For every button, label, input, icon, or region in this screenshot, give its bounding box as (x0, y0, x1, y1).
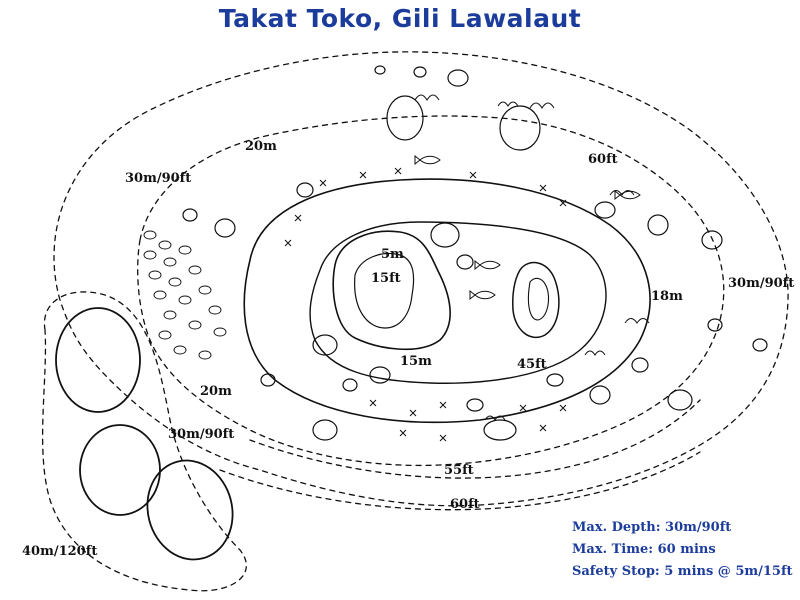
depth-label-40m: 40m/120ft (22, 544, 97, 559)
depth-label-20m-left: 20m (200, 384, 232, 399)
depth-label-18m: 18m (651, 289, 683, 304)
depth-label-5m: 5m (381, 247, 404, 262)
boulder-icon (182, 65, 768, 441)
fish-icon (414, 154, 641, 301)
map-title: Takat Toko, Gili Lawalaut (218, 4, 582, 33)
depth-label-20m-top: 20m (245, 139, 277, 154)
pinnacle-east-inner (527, 277, 550, 321)
depth-label-15m: 15m (400, 354, 432, 369)
max-depth-text: Max. Depth: 30m/90ft (572, 520, 732, 535)
max-time-text: Max. Time: 60 mins (572, 542, 716, 557)
contour-15m (309, 221, 607, 384)
safety-stop-text: Safety Stop: 5 mins @ 5m/15ft (572, 564, 793, 579)
rubble-field (143, 230, 227, 360)
contour-55ft (249, 399, 701, 479)
reef-top-5m-inner (354, 253, 415, 329)
basin-1 (55, 307, 141, 413)
dive-info-panel: Max. Depth: 30m/90ft Max. Time: 60 mins … (572, 517, 797, 583)
depth-label-15ft: 15ft (371, 271, 401, 286)
contour-20m (137, 115, 725, 467)
depth-label-45ft: 45ft (517, 357, 547, 372)
contour-18m (243, 178, 651, 424)
seagrass-icon (284, 167, 567, 442)
contour-40m-outer (41, 291, 247, 592)
basin-3 (146, 459, 234, 561)
depth-label-30m-right: 30m/90ft (728, 276, 794, 291)
contour-60ft-bottom (219, 451, 701, 511)
depth-label-30m-bottom: 30m/90ft (168, 427, 234, 442)
depth-label-55ft: 55ft (444, 463, 474, 478)
depth-label-60ft-top: 60ft (588, 152, 618, 167)
basin-2 (79, 424, 161, 516)
pinnacle-east (512, 261, 560, 339)
depth-label-30m-left: 30m/90ft (125, 171, 191, 186)
depth-label-60ft-bottom: 60ft (450, 497, 480, 512)
contour-30m-outer (53, 51, 789, 507)
reef-top-5m (332, 230, 451, 351)
